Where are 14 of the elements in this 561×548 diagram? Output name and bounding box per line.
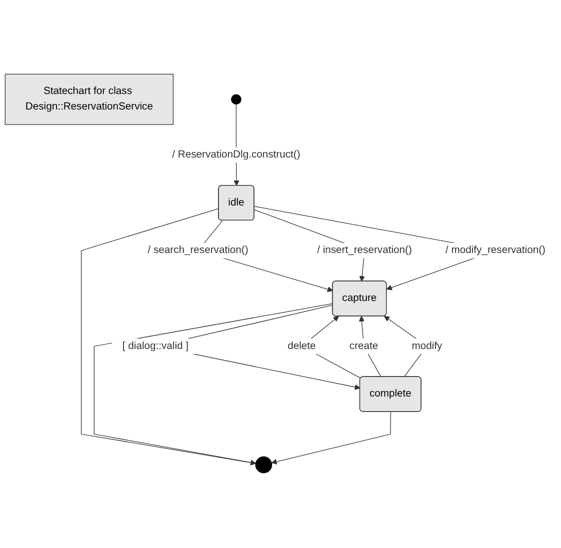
node-box: Statechart for class Design::ReservationService (4, 74, 174, 126)
arrow (80, 208, 256, 466)
edge-label: delete (288, 340, 316, 352)
edge-label: [ dialog::valid ] (122, 340, 189, 352)
arrow (94, 304, 334, 466)
edge-label: / ReservationDlg.construct() (172, 150, 300, 161)
arrow (271, 412, 392, 465)
edge-label: / modify_reservation() (446, 245, 546, 256)
node-circle (255, 456, 272, 474)
edge-label: / insert_reservation() (317, 245, 412, 256)
edge-label: / search_reservation() (148, 245, 248, 256)
edge-label: modify (412, 340, 442, 352)
edge-label: create (349, 340, 378, 352)
node-circle (231, 94, 242, 105)
